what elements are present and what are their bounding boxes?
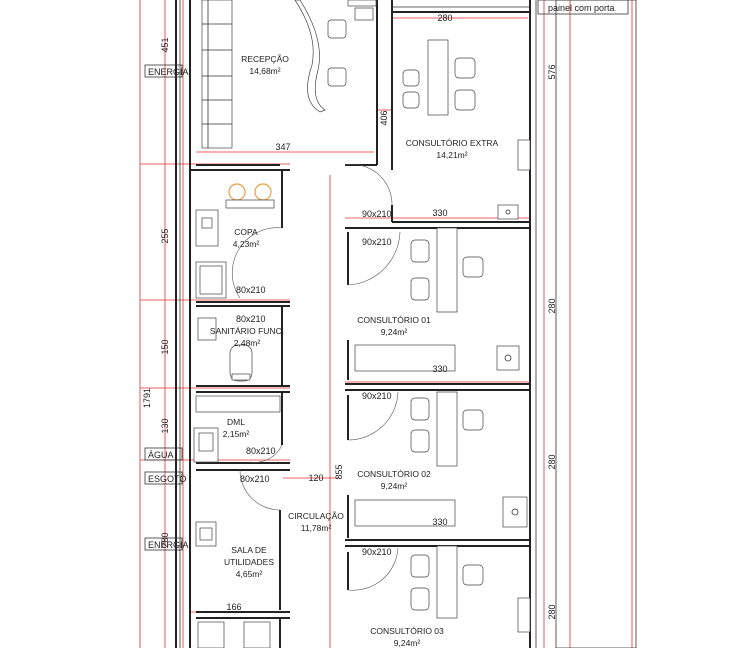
room-name: DML — [227, 417, 245, 427]
room-area: 4,65m² — [236, 569, 263, 579]
room-labels: RECEPÇÃO 14,68m² CONSULTÓRIO EXTRA 14,21… — [210, 54, 499, 648]
dim-330-a: 330 — [432, 208, 447, 218]
utilidades-fixtures — [195, 521, 271, 648]
energia-label: ENERGIA — [148, 540, 189, 550]
door-label: 80x210 — [236, 314, 266, 324]
room-area: 14,21m² — [436, 150, 467, 160]
dim-280-top: 280 — [437, 13, 452, 23]
door-label: 90x210 — [362, 547, 392, 557]
dim-1791: 1791 — [142, 388, 152, 408]
dim-451: 451 — [160, 37, 170, 52]
door-label: 90x210 — [362, 237, 392, 247]
room-name: CONSULTÓRIO 01 — [357, 315, 431, 325]
consultorio-02-furniture — [354, 391, 528, 528]
agua-label: ÁGUA — [148, 450, 174, 460]
dim-406: 406 — [379, 110, 389, 125]
dimension-labels: 280 451 576 406 347 330 255 280 330 150 … — [142, 13, 557, 620]
room-area: 14,68m² — [249, 66, 280, 76]
dim-576: 576 — [547, 64, 557, 79]
room-name: CIRCULAÇÃO — [288, 511, 344, 521]
dim-150: 150 — [160, 339, 170, 354]
room-name: CONSULTÓRIO 02 — [357, 469, 431, 479]
dim-166: 166 — [226, 602, 241, 612]
dim-330-b: 330 — [432, 364, 447, 374]
consultorio-03-furniture — [410, 545, 531, 633]
sanitario-fixtures — [197, 317, 253, 382]
dim-280-c: 280 — [547, 454, 557, 469]
dim-255: 255 — [160, 228, 170, 243]
room-name: CONSULTÓRIO 03 — [370, 626, 444, 636]
room-name: UTILIDADES — [224, 557, 274, 567]
room-name: SALA DE — [231, 545, 267, 555]
room-area: 4,23m² — [233, 239, 260, 249]
consultorio-extra-furniture — [402, 39, 531, 220]
dim-120: 120 — [308, 473, 323, 483]
reception-furniture — [201, 0, 377, 149]
dim-130: 130 — [160, 418, 170, 433]
top-note: painel com porta — [548, 3, 615, 13]
esgoto-label: ESGOTO — [148, 474, 186, 484]
room-area: 9,24m² — [381, 327, 408, 337]
dim-280-b: 280 — [547, 298, 557, 313]
energia-label: ENERGIA — [148, 67, 189, 77]
room-name: COPA — [234, 227, 258, 237]
dim-330-c: 330 — [432, 517, 447, 527]
dim-347: 347 — [275, 142, 290, 152]
door-label: 80x210 — [246, 446, 276, 456]
door-label: 90x210 — [362, 209, 392, 219]
room-name: SANITÁRIO FUNC. — [210, 326, 284, 336]
consultorio-01-furniture — [354, 227, 520, 372]
room-area: 2,15m² — [223, 429, 250, 439]
door-label: 80x210 — [240, 474, 270, 484]
dim-855: 855 — [334, 464, 344, 479]
copa-furniture — [195, 183, 275, 299]
note-box — [537, 0, 629, 15]
door-label: 80x210 — [236, 285, 266, 295]
room-area: 2,48m² — [234, 338, 261, 348]
door-labels: 90x210 90x210 80x210 80x210 90x210 80x21… — [236, 209, 392, 557]
dim-280-d: 280 — [547, 604, 557, 619]
side-labels: ENERGIA ÁGUA ESGOTO ENERGIA — [144, 64, 189, 551]
dim-280-left: 280 — [160, 532, 170, 547]
room-area: 11,78m² — [301, 523, 332, 533]
door-swings — [231, 164, 401, 591]
room-area: 9,24m² — [381, 481, 408, 491]
room-area: 9,24m² — [394, 638, 421, 648]
room-name: CONSULTÓRIO EXTRA — [406, 138, 499, 148]
door-label: 90x210 — [362, 391, 392, 401]
room-name: RECEPÇÃO — [241, 54, 289, 64]
dml-fixtures — [193, 395, 281, 463]
